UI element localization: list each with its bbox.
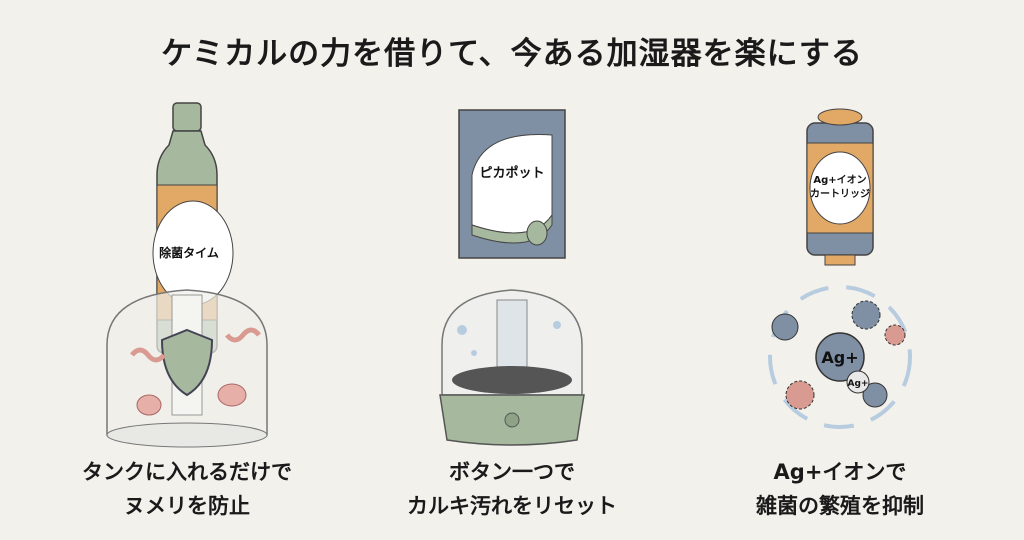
caption-line: タンクに入れるだけで — [82, 460, 292, 484]
caption-line: 雑菌の繁殖を抑制 — [756, 494, 924, 518]
page-title: ケミカルの力を借りて、今ある加湿器を楽にする — [161, 36, 863, 72]
product-pika-pot: ピカポット ボタン一つで カルキ汚れをリセット — [362, 95, 662, 535]
bottle-label: 除菌タイム — [159, 245, 219, 260]
cartridge-label-line: カートリッジ — [810, 188, 870, 200]
caption-line: Ag+イオンで — [773, 460, 907, 484]
cleaning-pouch-illustration: ピカポット — [439, 109, 585, 446]
ion-label: Ag+ — [848, 379, 869, 389]
pouch-label: ピカポット — [479, 165, 544, 181]
caption-line: カルキ汚れをリセット — [407, 494, 617, 518]
caption-line: ボタン一つで — [449, 460, 575, 484]
caption-line: ヌメリを防止 — [124, 494, 250, 518]
ion-cartridge-illustration: Ag+イオン カートリッジ Ag+ Ag+ — [768, 108, 912, 429]
caption: ボタン一つで カルキ汚れをリセット — [362, 455, 662, 523]
ion-label: Ag+ — [821, 348, 858, 367]
product-jokin-time: 除菌タイム タンクに入れるだけで ヌメリを防止 — [37, 95, 337, 535]
caption: タンクに入れるだけで ヌメリを防止 — [37, 455, 337, 523]
cartridge-label-line: Ag+イオン — [813, 174, 866, 186]
product-ag-cartridge: Ag+イオン カートリッジ Ag+ Ag+ Ag+イオンで 雑菌の繁殖を抑制 — [690, 95, 990, 535]
disinfectant-bottle-illustration: 除菌タイム — [106, 102, 268, 448]
caption: Ag+イオンで 雑菌の繁殖を抑制 — [690, 455, 990, 523]
